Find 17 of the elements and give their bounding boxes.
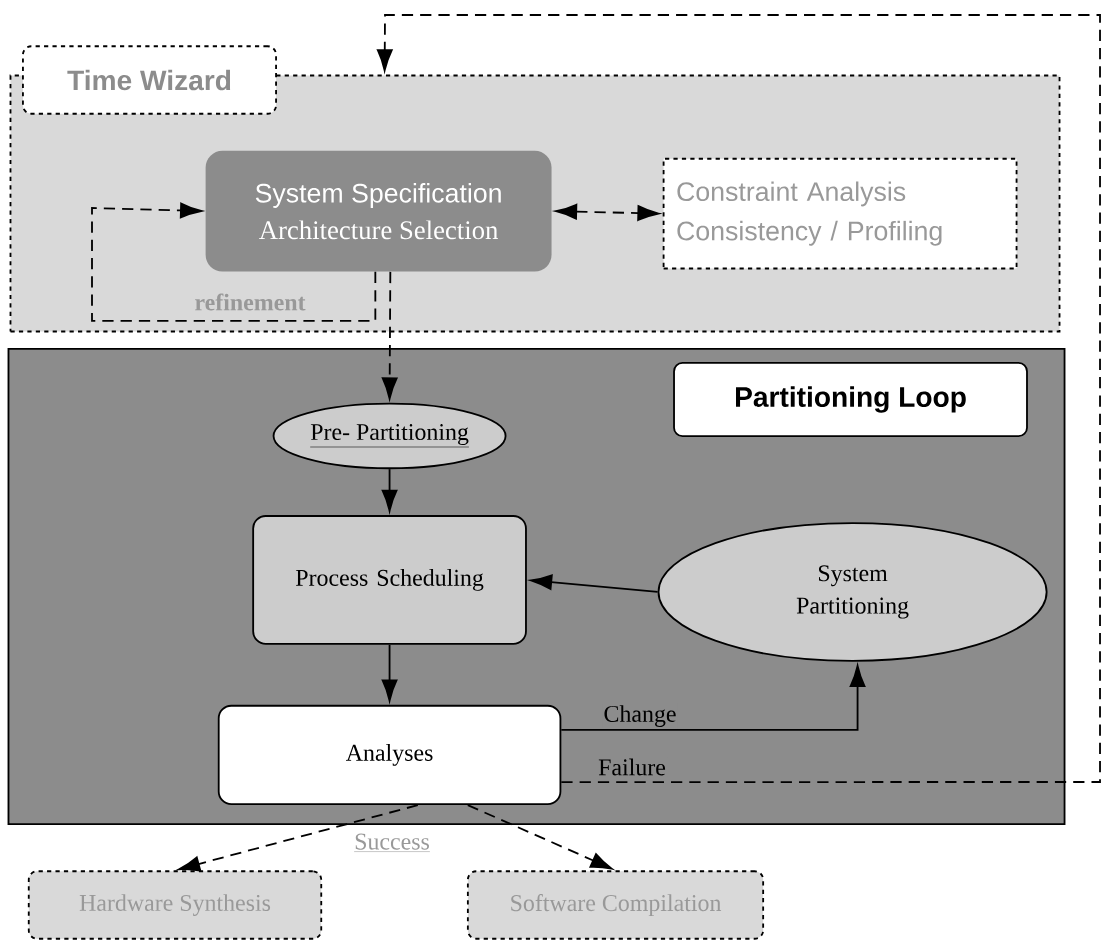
- arrow: [530, 574, 659, 593]
- process-box: System Specification Architecture Selection: [205, 150, 552, 272]
- arrow: [91, 202, 377, 322]
- process-box: Hardware Synthesis: [27, 870, 323, 940]
- process-box: Process Scheduling: [252, 515, 527, 645]
- arrow: [178, 804, 419, 872]
- edge-label: Failure: [596, 757, 668, 777]
- arrow: [376, 14, 1101, 783]
- note: Success: [353, 833, 431, 852]
- arrow: [555, 203, 660, 221]
- heading-tab: Time Wizard: [22, 45, 277, 115]
- process-box: Analyses: [217, 704, 562, 806]
- arrow: [466, 804, 613, 870]
- edge-label: refinement: [193, 292, 307, 312]
- process-box: Software Compilation: [466, 870, 765, 940]
- heading-box: Partitioning Loop: [673, 362, 1028, 437]
- process-box: Constraint Analysis Consistency / Profiling: [662, 157, 1018, 270]
